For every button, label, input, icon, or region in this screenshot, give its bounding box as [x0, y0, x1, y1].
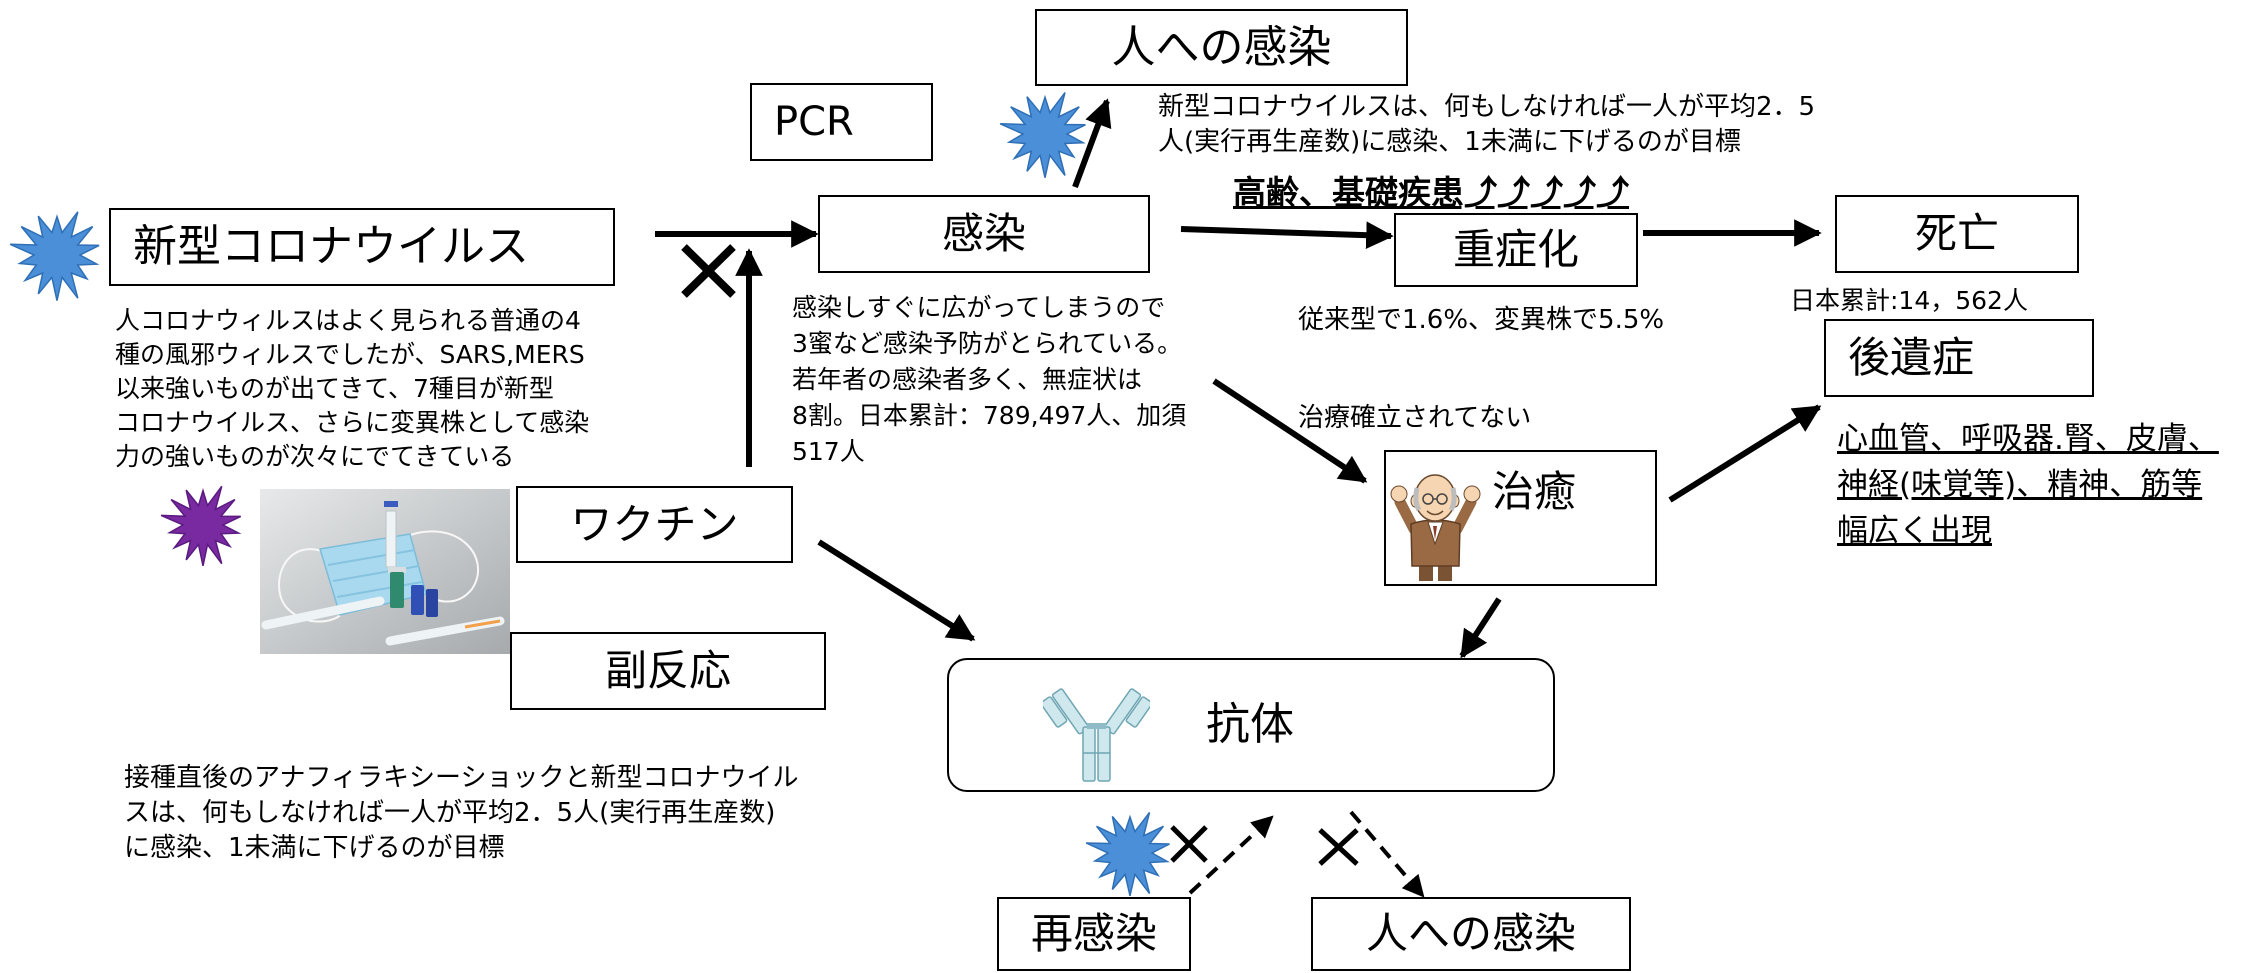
box-sequelae-label: 後遺症	[1848, 333, 1975, 382]
note-sequelae-line: 心血管、呼吸器.腎、皮膚、	[1837, 421, 2219, 457]
note-vaccine-line: 接種直後のアナフィラキシーショックと新型コロナウイル	[124, 763, 799, 793]
note-severe-rate: 従来型で1.6%、変異株で5.5%	[1298, 305, 1665, 335]
note-infection-description-line: 517人	[792, 437, 865, 466]
note-vaccine-line: スは、何もしなければ一人が平均2．5人(実行再生産数)	[124, 798, 776, 828]
box-vaccine: ワクチン	[516, 486, 793, 563]
note-infection-description-line: 感染しすぐに広がってしまうので	[792, 293, 1166, 322]
box-antibody-label: 抗体	[1206, 699, 1294, 750]
box-pcr-label: PCR	[774, 99, 854, 145]
photo-vial-blue-1	[411, 585, 424, 615]
note-virus-description-line: 力の強いものが次々にでてきている	[115, 442, 515, 471]
photo-vial-cap	[388, 567, 406, 573]
antibody-light-chain-right	[1125, 696, 1150, 728]
box-human-infection-top-label: 人への感染	[1111, 21, 1332, 73]
box-side-effects-label: 副反応	[604, 646, 731, 695]
note-death-count: 日本累計:14，562人	[1790, 286, 2028, 315]
box-recovery: 治癒	[1384, 450, 1657, 586]
x-mark-stroke	[1170, 825, 1208, 863]
x-mark-icon-reinfection-blocked	[1170, 825, 1208, 863]
box-human-infection-top: 人への感染	[1035, 9, 1408, 86]
antibody-illustration	[1043, 688, 1150, 782]
man-smile	[1426, 510, 1444, 516]
note-r0-top: 新型コロナウイルスは、何もしなければ一人が平均2．5 人(実行再生産数)に感染、…	[1158, 90, 1815, 160]
x-mark-icon-transmission-blocked	[1318, 828, 1359, 866]
arrow-infection-to-recovery	[1212, 378, 1368, 484]
x-mark-stroke	[1318, 828, 1359, 866]
note-vaccine: 接種直後のアナフィラキシーショックと新型コロナウイル スは、何もしなければ一人が…	[124, 761, 798, 866]
arrow-recovery-to-antibody	[1459, 597, 1502, 659]
box-reinfection: 再感染	[997, 897, 1191, 971]
arrow-antibody-to-human-infection	[1349, 810, 1425, 898]
man-tie	[1433, 526, 1437, 540]
box-new-coronavirus-label: 新型コロナウイルス	[133, 221, 529, 272]
note-infection-description-line: 若年者の感染者多く、無症状は	[792, 365, 1143, 394]
photo-mask-loop-left	[278, 548, 343, 623]
note-r0-top-line: 人(実行再生産数)に感染、1未満に下げるのが目標	[1158, 127, 1741, 157]
box-reinfection-label: 再感染	[1030, 909, 1157, 958]
box-infection: 感染	[818, 195, 1150, 273]
box-death: 死亡	[1835, 195, 2079, 273]
photo-syringe-plunger	[384, 501, 398, 507]
man-hair-left	[1413, 487, 1422, 512]
note-virus-description-line: 種の風邪ウィルスでしたが、SARS,MERS	[115, 340, 585, 369]
box-antibody: 抗体	[947, 658, 1555, 792]
photo-mask-loop-right	[409, 530, 479, 603]
box-recovery-label: 治癒	[1492, 467, 1577, 516]
note-sequelae-line: 幅広く出現	[1837, 513, 1992, 549]
photo-vial-green	[390, 572, 404, 608]
note-infection-description: 感染しすぐに広がってしまうので 3蜜など感染予防がとられている。 若年者の感染者…	[792, 290, 1186, 470]
antibody-light-chain-left	[1043, 696, 1068, 728]
box-human-infection-bottom: 人への感染	[1311, 897, 1631, 971]
antibody-hinge	[1087, 723, 1106, 729]
photo-vial-blue-2	[426, 589, 438, 617]
note-infection-description-line: 3蜜など感染予防がとられている。	[792, 329, 1183, 358]
arrow-reinfection-to-antibody	[1188, 815, 1274, 895]
note-sequelae-list: 心血管、呼吸器.腎、皮膚、 神経(味覚等)、精神、筋等 幅広く出現	[1837, 416, 2219, 554]
arrow-infection-to-human-infection	[1072, 98, 1112, 189]
starburst-icon-purple	[160, 485, 242, 567]
note-sequelae-line: 神経(味覚等)、精神、筋等	[1837, 467, 2203, 503]
photo-syringe-cap	[464, 619, 501, 629]
note-virus-description-line: 以来強いものが出てきて、7種目が新型	[115, 374, 554, 403]
man-fist-right	[1463, 485, 1481, 503]
note-risk-factors: 高齢、基礎疾患⤴⤴⤴⤴⤴	[1233, 173, 1629, 212]
note-virus-description: 人コロナウィルスはよく見られる普通の4 種の風邪ウィルスでしたが、SARS,ME…	[115, 304, 589, 474]
starburst-icon-top	[999, 92, 1086, 178]
starburst-icon-left	[9, 211, 100, 301]
note-r0-top-line: 新型コロナウイルスは、何もしなければ一人が平均2．5	[1158, 92, 1816, 122]
elderly-man-illustration	[1390, 474, 1481, 581]
box-sequelae: 後遺症	[1824, 319, 2094, 397]
box-death-label: 死亡	[1914, 209, 1999, 258]
note-infection-description-line: 8割。日本累計：789,497人、加須	[792, 401, 1187, 430]
x-mark-stroke	[681, 244, 736, 298]
note-no-treatment: 治療確立されてない	[1298, 403, 1532, 433]
note-virus-description-line: コロナウイルス、さらに変異株として感染	[115, 408, 590, 437]
box-human-infection-bottom-label: 人への感染	[1365, 909, 1576, 958]
arrow-infection-to-severe	[1180, 221, 1394, 249]
box-severe-label: 重症化	[1452, 225, 1579, 274]
x-mark-icon-virus-blocked	[681, 244, 736, 298]
box-vaccine-label: ワクチン	[570, 499, 739, 549]
note-vaccine-line: に感染、1未満に下げるのが目標	[124, 833, 505, 863]
man-hair-right	[1448, 487, 1457, 512]
note-virus-description-line: 人コロナウィルスはよく見られる普通の4	[115, 306, 581, 335]
box-pcr: PCR	[750, 83, 933, 161]
box-severe: 重症化	[1394, 213, 1638, 287]
arrow-recovery-to-sequelae	[1668, 404, 1822, 503]
starburst-icon-bottom	[1085, 812, 1170, 896]
photo-syringe-lying-left	[261, 596, 385, 630]
man-fist-left	[1390, 485, 1408, 503]
box-side-effects: 副反応	[510, 632, 826, 710]
arrow-vaccine-to-antibody	[817, 539, 976, 642]
vaccine-syringe-photo	[260, 489, 510, 654]
box-new-coronavirus: 新型コロナウイルス	[109, 208, 615, 286]
box-infection-label: 感染	[941, 209, 1026, 258]
